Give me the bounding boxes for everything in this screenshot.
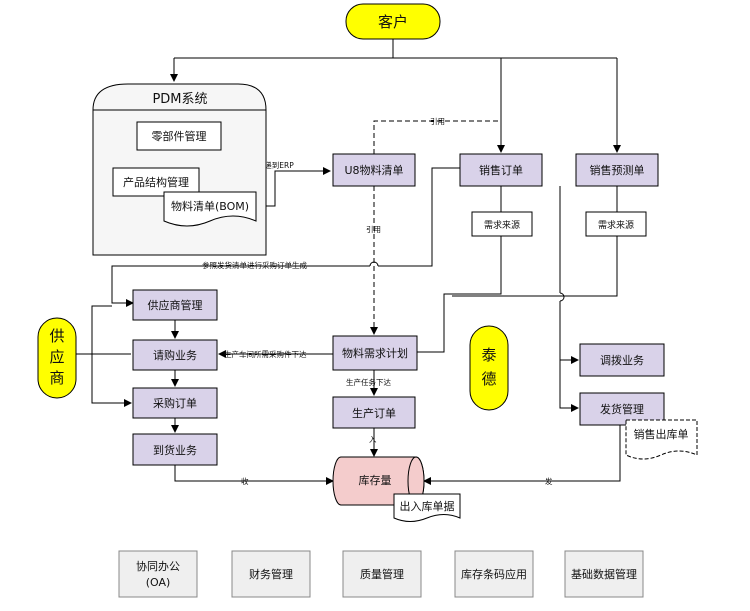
supplier-char-2: 应 bbox=[49, 348, 64, 366]
purchase-req-label: 请购业务 bbox=[153, 348, 197, 362]
edge-sales-to-transfer-2 bbox=[559, 301, 579, 364]
u8-bom-label: U8物料清单 bbox=[344, 163, 403, 177]
edge-gen-po-line bbox=[111, 265, 370, 307]
sales-order-label: 销售订单 bbox=[479, 163, 523, 177]
demand-sources: 需求来源 需求来源 bbox=[471, 211, 647, 237]
demand-source-2-label: 需求来源 bbox=[598, 219, 634, 231]
pdm-title: PDM系统 bbox=[152, 92, 207, 107]
supplier-oval: 供 应 商 bbox=[37, 317, 77, 399]
mrp-box bbox=[332, 335, 418, 371]
supplier-mgmt-label: 供应商管理 bbox=[148, 298, 203, 312]
mrp-label: 物料需求计划 bbox=[342, 346, 408, 360]
product-struct-label: 产品结构管理 bbox=[123, 175, 189, 189]
bom-doc-shape bbox=[163, 191, 257, 227]
parts-mgmt-label: 零部件管理 bbox=[152, 129, 207, 143]
edge-sales-to-gen-po bbox=[378, 167, 460, 267]
supplier-char-3: 商 bbox=[49, 369, 64, 387]
module-quality-box bbox=[342, 550, 422, 598]
sales-order-box bbox=[459, 153, 543, 187]
edge-sales-to-delivery bbox=[559, 360, 579, 412]
supplier-char-1: 供 bbox=[49, 327, 64, 345]
demand-source-2-box bbox=[585, 211, 647, 237]
product-struct-box bbox=[112, 167, 200, 197]
edge-arrival-inventory bbox=[174, 465, 334, 485]
module-barcode-box bbox=[454, 550, 534, 598]
label-cite-mid: 引用 bbox=[366, 225, 381, 234]
supplier-mgmt-box bbox=[132, 289, 218, 321]
edge-demand1-mrp bbox=[409, 236, 502, 356]
edge-labels: PDM传递到ERP 引用 引用 参照发货清单进行采购订单生成 生产车间所需采购件… bbox=[202, 117, 553, 486]
sales-forecast-label: 销售预测单 bbox=[590, 163, 645, 177]
label-cite-top: 引用 bbox=[430, 117, 445, 126]
bottom-modules: 协同办公 (OA) 财务管理 质量管理 库存条码应用 基础数据管理 bbox=[118, 550, 644, 598]
inventory-label: 库存量 bbox=[359, 473, 392, 487]
module-basedata-box bbox=[564, 550, 644, 598]
bom-label: 物料清单(BOM) bbox=[171, 199, 249, 213]
edge-demand2-mrp bbox=[452, 236, 618, 297]
edge-delivery-inventory bbox=[423, 425, 621, 485]
label-in: 入 bbox=[369, 435, 377, 444]
module-oa-box bbox=[118, 550, 198, 598]
customer-label: 客户 bbox=[378, 13, 408, 31]
edge-bom-to-u8 bbox=[256, 167, 331, 207]
purchase-order-label: 采购订单 bbox=[153, 396, 197, 410]
arrival-label: 到货业务 bbox=[153, 443, 197, 457]
u8-bom-box bbox=[332, 153, 416, 187]
demand-source-1-label: 需求来源 bbox=[484, 219, 520, 231]
sales-forecast-box bbox=[575, 153, 659, 187]
taide-char-2: 德 bbox=[481, 370, 496, 388]
customer-node: 客户 bbox=[345, 3, 441, 40]
production-order-box bbox=[332, 396, 416, 429]
pdm-system: PDM系统 零部件管理 产品结构管理 物料清单(BOM) bbox=[92, 83, 267, 256]
arrival-box bbox=[132, 433, 218, 466]
label-receive: 收 bbox=[241, 476, 249, 486]
module-oa-line-2: (OA) bbox=[146, 576, 171, 589]
label-workshop-req: 生产车间所需采购件下达 bbox=[224, 349, 307, 359]
edge-supplier-bracket-2 bbox=[91, 354, 132, 407]
transfer-box bbox=[579, 343, 665, 377]
label-gen-po: 参照发货清单进行采购订单生成 bbox=[202, 260, 307, 270]
module-finance-box bbox=[231, 550, 311, 598]
module-basedata-label: 基础数据管理 bbox=[571, 567, 637, 581]
transfer-label: 调拨业务 bbox=[600, 353, 644, 367]
process-boxes: U8物料清单 销售订单 销售预测单 供应商管理 请购业务 采购订单 到货业务 物… bbox=[132, 153, 665, 466]
io-doc: 出入库单据 bbox=[393, 493, 461, 522]
edge-supplier-bracket bbox=[76, 305, 112, 355]
sales-outbound-doc: 销售出库单 bbox=[625, 419, 698, 460]
sales-outbound-label: 销售出库单 bbox=[634, 427, 689, 441]
module-quality-label: 质量管理 bbox=[360, 567, 404, 581]
module-finance-label: 财务管理 bbox=[249, 567, 293, 581]
io-doc-label: 出入库单据 bbox=[400, 499, 455, 513]
edge-cite-top bbox=[373, 120, 501, 154]
parts-mgmt-box bbox=[136, 121, 222, 151]
label-pdm-to-erp: PDM传递到ERP bbox=[240, 160, 294, 170]
module-oa-line-1: 协同办公 bbox=[136, 559, 180, 573]
taide-char-1: 泰 bbox=[481, 346, 496, 364]
label-ship: 发 bbox=[545, 476, 553, 486]
demand-source-1-box bbox=[471, 211, 533, 237]
edge-hop-1 bbox=[559, 292, 565, 302]
inventory-node: 库存量 bbox=[332, 456, 425, 506]
purchase-order-box bbox=[132, 387, 218, 419]
production-order-label: 生产订单 bbox=[352, 406, 396, 420]
label-prod-task: 生产任务下达 bbox=[346, 377, 391, 387]
module-barcode-label: 库存条码应用 bbox=[461, 567, 527, 581]
purchase-req-box bbox=[132, 339, 218, 371]
delivery-label: 发货管理 bbox=[600, 402, 644, 416]
taide-oval: 泰 德 bbox=[469, 325, 509, 411]
